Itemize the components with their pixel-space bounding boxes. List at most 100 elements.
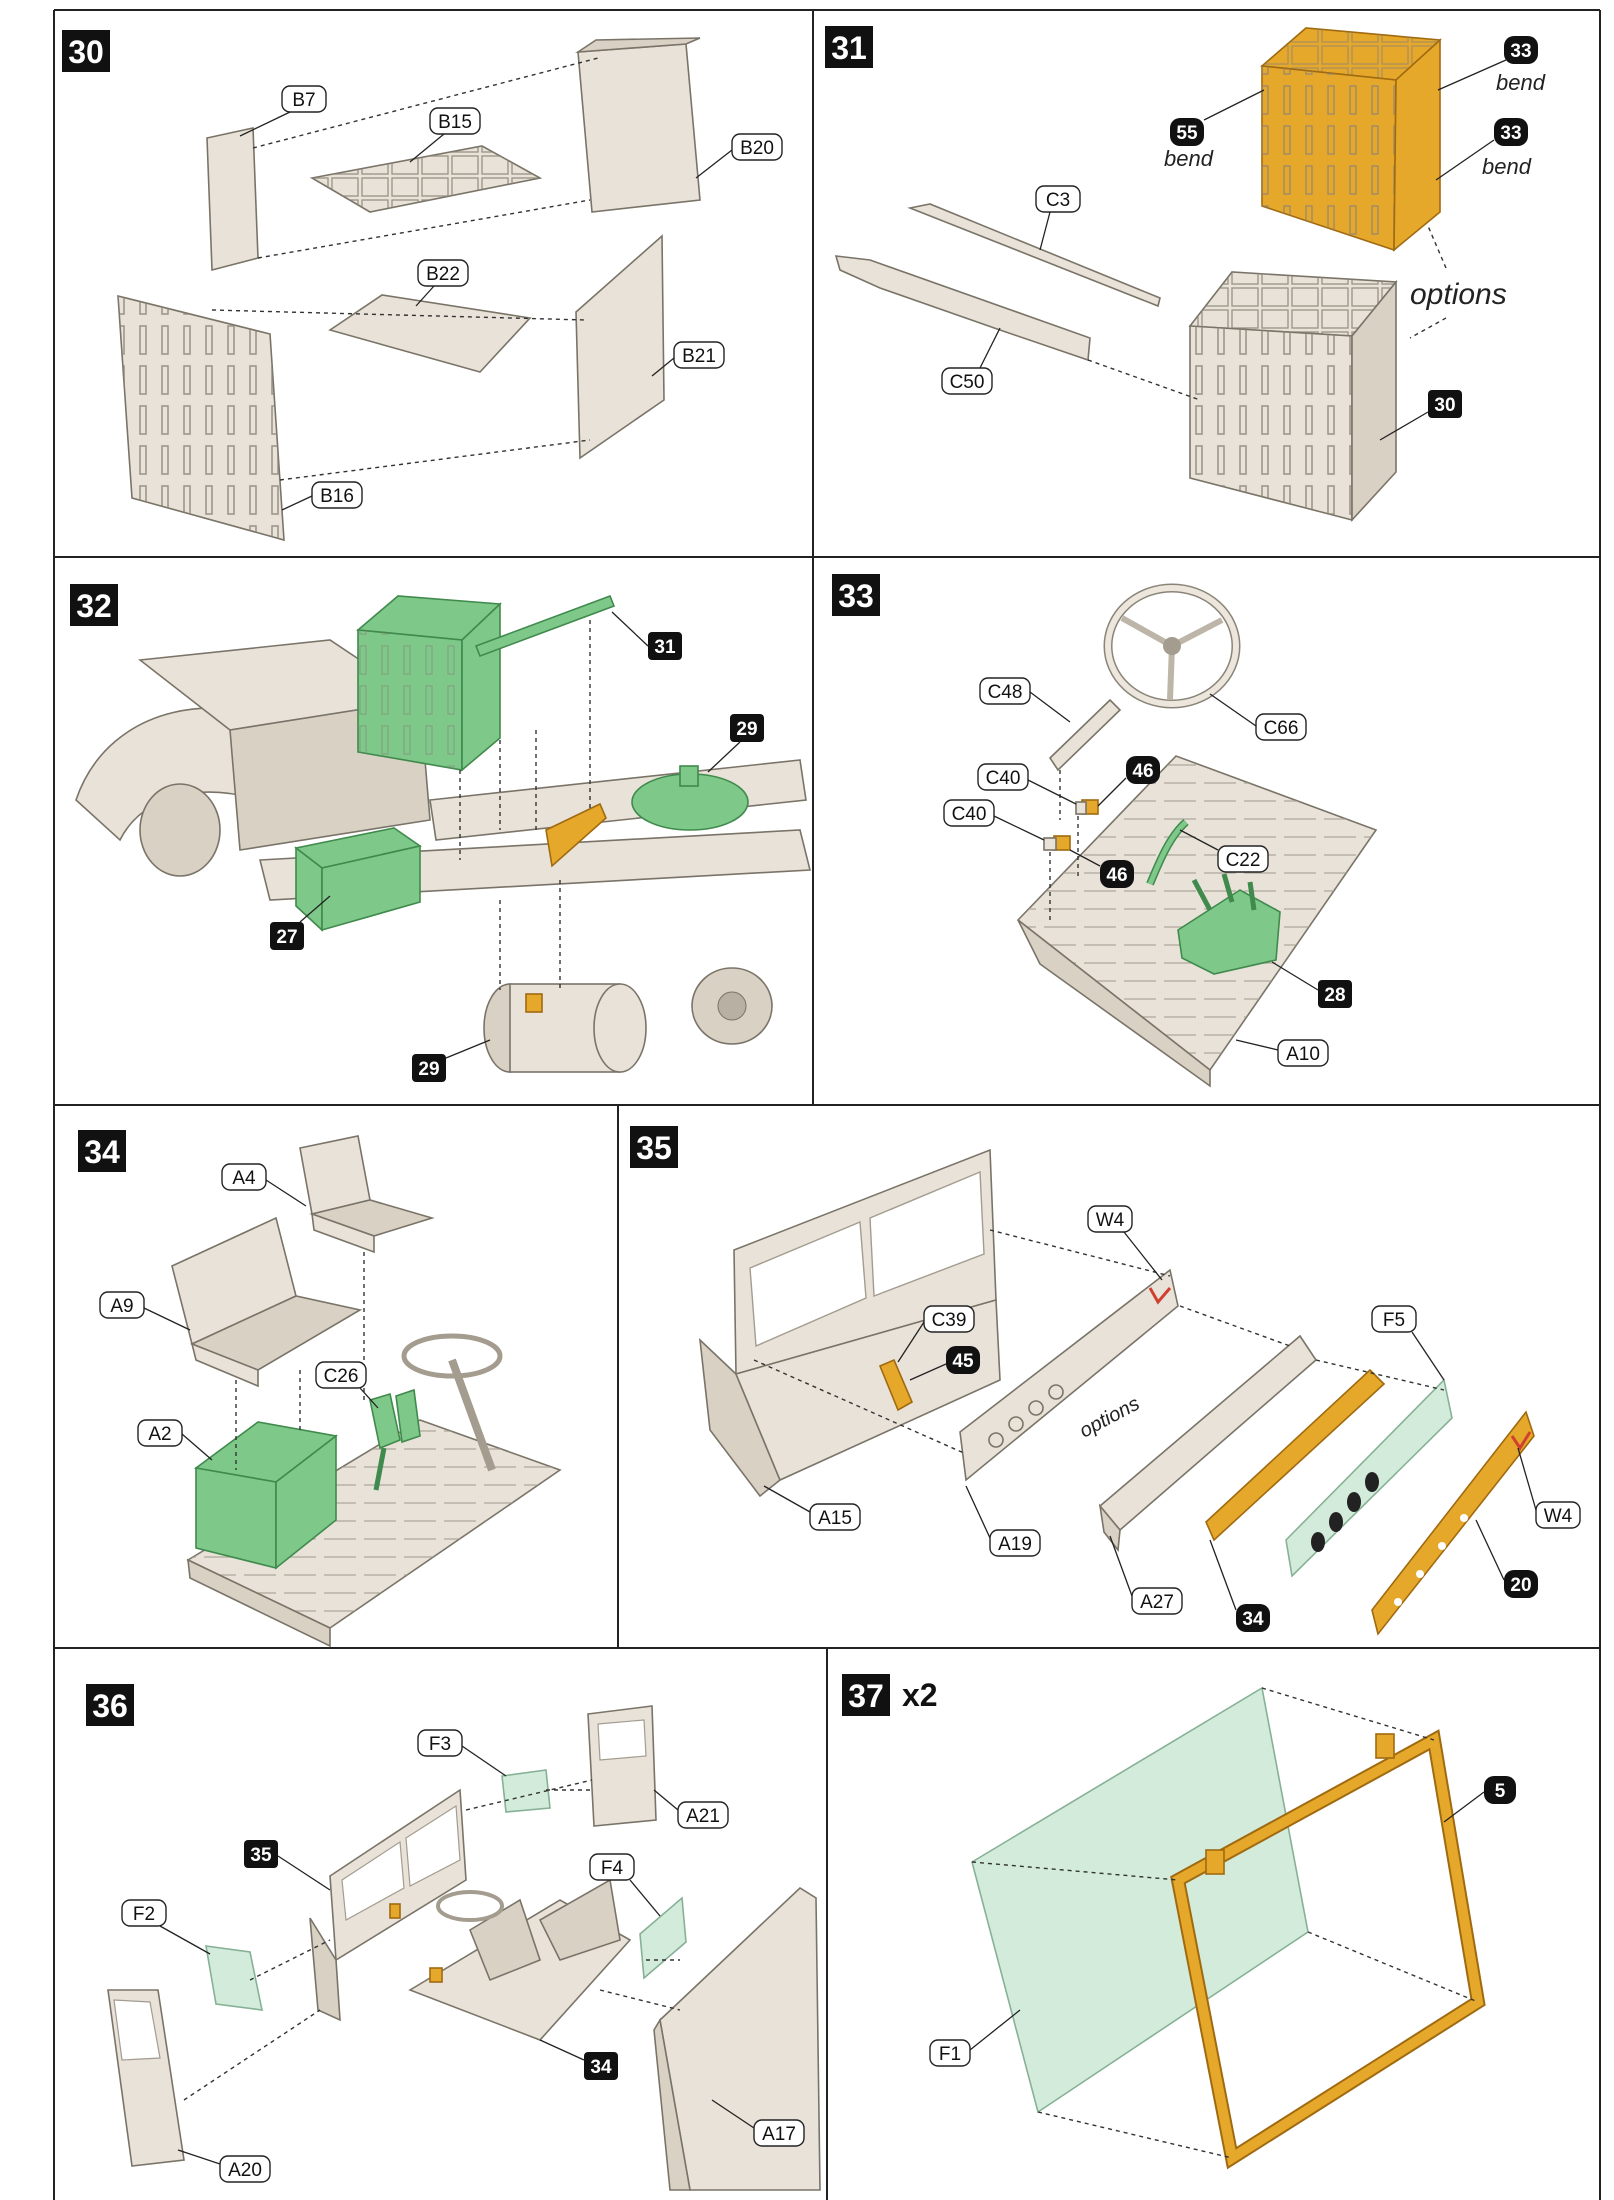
svg-text:C40: C40 (952, 804, 987, 825)
svg-text:A21: A21 (686, 1806, 720, 1827)
svg-text:31: 31 (654, 637, 676, 658)
svg-text:34: 34 (84, 1134, 120, 1170)
green-battery-27 (294, 827, 422, 932)
svg-text:33: 33 (1510, 41, 1531, 62)
badge-27: 27 (270, 922, 304, 950)
svg-text:20: 20 (1510, 1575, 1531, 1596)
label-b22: B22 (417, 259, 469, 287)
label-b7: B7 (281, 85, 327, 113)
label-b16: B16 (311, 481, 363, 509)
svg-text:5: 5 (1495, 1781, 1506, 1802)
label-c3: C3 (1035, 185, 1081, 213)
options-note-35: options (1076, 1393, 1143, 1443)
door-a20 (107, 1989, 185, 2167)
glass-f5 (1285, 1378, 1453, 1578)
step-33: 33 C48 (832, 574, 1378, 1088)
orange-cage (1260, 27, 1442, 252)
panel-borders (53, 9, 1601, 2200)
label-c39: C39 (923, 1305, 975, 1333)
badge-30: 30 (1428, 390, 1462, 418)
label-a17: A17 (753, 2119, 805, 2147)
svg-text:31: 31 (831, 30, 867, 66)
svg-text:A10: A10 (1286, 1044, 1320, 1065)
svg-text:45: 45 (952, 1351, 974, 1372)
label-c66: C66 (1255, 713, 1307, 741)
svg-text:33: 33 (1500, 123, 1521, 144)
svg-text:bend: bend (1164, 146, 1214, 171)
svg-text:F2: F2 (133, 1904, 155, 1925)
dashboard-a19 (959, 1268, 1179, 1482)
options-note: options (1410, 278, 1507, 311)
part-c50 (834, 255, 1091, 362)
orange-part-45 (878, 1358, 914, 1412)
glass-f2 (205, 1945, 264, 2011)
svg-text:29: 29 (418, 1059, 439, 1080)
label-f4: F4 (589, 1853, 635, 1881)
badge-5: 5 (1484, 1776, 1516, 1804)
label-a2: A2 (137, 1419, 183, 1447)
step-33-badge: 33 (832, 574, 880, 616)
steering-wheel-34 (401, 1333, 503, 1379)
step-31-badge: 31 (825, 26, 873, 68)
svg-text:C40: C40 (986, 768, 1021, 789)
svg-text:34: 34 (1242, 1609, 1264, 1630)
svg-text:36: 36 (92, 1688, 128, 1724)
svg-text:B7: B7 (292, 90, 315, 111)
svg-text:bend: bend (1482, 154, 1532, 179)
svg-text:C26: C26 (324, 1366, 359, 1387)
step-35-badge: 35 (630, 1126, 678, 1168)
svg-text:C39: C39 (932, 1310, 967, 1331)
label-c40-top: C40 (977, 763, 1029, 791)
label-f2: F2 (121, 1899, 167, 1927)
svg-text:C48: C48 (988, 682, 1023, 703)
svg-text:37: 37 (848, 1678, 884, 1714)
label-a4: A4 (221, 1163, 267, 1191)
label-b15: B15 (429, 107, 481, 135)
svg-text:B22: B22 (426, 264, 460, 285)
badge-20: 20 (1504, 1570, 1538, 1598)
badge-34-step35: 34 (1236, 1604, 1270, 1632)
label-w4-top: W4 (1087, 1205, 1133, 1233)
svg-text:F5: F5 (1383, 1310, 1405, 1331)
orange-bracket (545, 802, 607, 868)
label-w4-bottom: W4 (1535, 1501, 1581, 1529)
label-c22: C22 (1217, 845, 1269, 873)
badge-29-bottom: 29 (412, 1054, 446, 1082)
fuel-tank-29 (483, 983, 647, 1073)
svg-text:30: 30 (68, 34, 104, 70)
svg-text:33: 33 (838, 578, 874, 614)
step-32-badge: 32 (70, 584, 118, 626)
svg-text:C66: C66 (1264, 718, 1299, 739)
seat-a9 (171, 1216, 363, 1388)
label-a20: A20 (219, 2155, 271, 2183)
orange-panel-20 (1371, 1410, 1535, 1636)
badge-55: 55 (1170, 118, 1204, 146)
svg-text:34: 34 (590, 2057, 612, 2078)
step-35: 35 (630, 1126, 1581, 1636)
label-c48: C48 (979, 677, 1031, 705)
label-a15: A15 (809, 1503, 861, 1531)
side-panel-a17 (653, 1886, 821, 2191)
part-c3 (907, 203, 1161, 308)
badge-33-top: 33 (1504, 36, 1538, 64)
label-a10: A10 (1277, 1039, 1329, 1067)
badge-28: 28 (1318, 980, 1352, 1008)
label-c40-bottom: C40 (943, 799, 995, 827)
green-box-a2 (194, 1421, 338, 1570)
badge-35: 35 (244, 1840, 278, 1868)
glass-f1 (971, 1686, 1309, 2114)
svg-text:A2: A2 (148, 1424, 171, 1445)
badge-46-top: 46 (1126, 756, 1160, 784)
label-a19: A19 (989, 1529, 1041, 1557)
svg-text:A17: A17 (762, 2124, 796, 2145)
svg-text:C3: C3 (1046, 190, 1070, 211)
label-f3: F3 (417, 1729, 463, 1757)
green-shifter-28 (1177, 873, 1281, 975)
step-37: 37 x2 5 F1 (842, 1674, 1516, 2170)
step-36: 36 (86, 1684, 821, 2191)
label-c26: C26 (315, 1361, 367, 1389)
glass-f4 (639, 1896, 687, 1980)
svg-text:35: 35 (636, 1130, 672, 1166)
svg-text:A20: A20 (228, 2160, 262, 2181)
